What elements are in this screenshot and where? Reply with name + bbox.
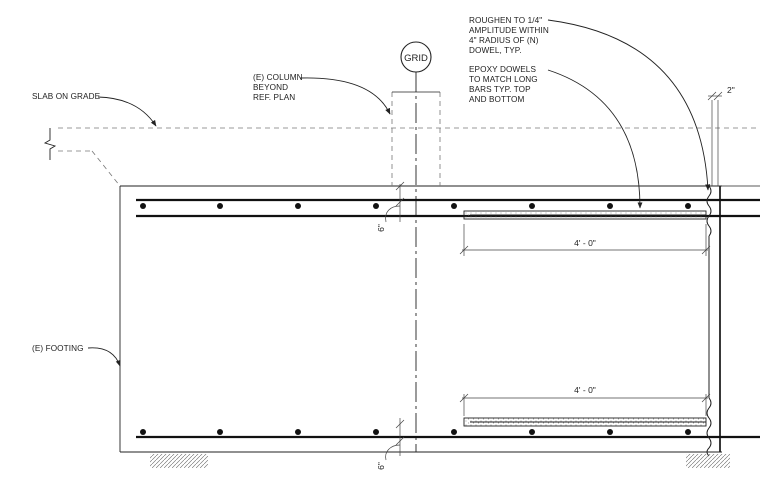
rebar-dot xyxy=(607,429,613,435)
slab-on-grade xyxy=(43,127,760,187)
rebar-dot xyxy=(217,429,223,435)
dimension-top-cover: 6" xyxy=(376,181,405,232)
epoxy-note-line: TO MATCH LONG xyxy=(469,75,538,84)
bottom-cover-dim: 6" xyxy=(376,462,386,470)
column-note-line: (E) COLUMN xyxy=(253,73,303,82)
roughen-note: ROUGHEN TO 1/4" AMPLITUDE WITHIN 4" RADI… xyxy=(469,16,549,55)
roughen-note-line: 4" RADIUS OF (N) xyxy=(469,36,539,45)
grid-line: GRID xyxy=(400,41,432,452)
dimension-right-gap: 2" xyxy=(707,85,735,101)
top-dowel-length: 4' - 0" xyxy=(574,238,596,248)
soil-hatch xyxy=(150,454,730,468)
slab-on-grade-label: SLAB ON GRADE xyxy=(32,92,101,101)
epoxy-note-line: EPOXY DOWELS xyxy=(469,65,536,74)
rebar-dot xyxy=(140,429,146,435)
roughen-note-line: DOWEL, TYP. xyxy=(469,46,522,55)
rebar-dot xyxy=(529,203,535,209)
column-note-line: REF. PLAN xyxy=(253,93,295,102)
rebar-dot xyxy=(373,429,379,435)
rebar-dot xyxy=(140,203,146,209)
rebar-sections xyxy=(140,203,691,435)
dimension-top-dowel: 4' - 0" xyxy=(459,224,711,256)
rebar-dot xyxy=(529,429,535,435)
rebar-dot xyxy=(373,203,379,209)
grid-label: GRID xyxy=(404,53,428,64)
right-gap-dim: 2" xyxy=(727,85,735,95)
top-cover-dim: 6" xyxy=(376,224,386,232)
leaders xyxy=(87,19,711,367)
rebar-dot xyxy=(451,429,457,435)
rebar-dot xyxy=(295,203,301,209)
epoxy-dowels xyxy=(463,210,707,427)
roughen-note-line: ROUGHEN TO 1/4" xyxy=(469,16,542,25)
epoxy-note: EPOXY DOWELS TO MATCH LONG BARS TYP. TOP… xyxy=(469,65,538,104)
roughen-note-line: AMPLITUDE WITHIN xyxy=(469,26,549,35)
epoxy-note-line: AND BOTTOM xyxy=(469,95,525,104)
grid-bubble xyxy=(400,41,432,73)
existing-footing-outline xyxy=(119,185,760,453)
rebar-dot xyxy=(451,203,457,209)
rebar-dot xyxy=(295,429,301,435)
roughened-interface xyxy=(706,100,719,457)
bottom-dowel-length: 4' - 0" xyxy=(574,385,596,395)
footing-label: (E) FOOTING xyxy=(32,344,84,353)
rebar-dot xyxy=(685,203,691,209)
rebar-dot xyxy=(685,429,691,435)
rebar-dot xyxy=(217,203,223,209)
column-note-line: BEYOND xyxy=(253,83,288,92)
rebar-dot xyxy=(607,203,613,209)
dimension-bottom-cover: 6" xyxy=(376,418,405,470)
longitudinal-bars xyxy=(136,198,760,439)
dimension-bottom-dowel: 4' - 0" xyxy=(459,385,711,416)
column-note: (E) COLUMN BEYOND REF. PLAN xyxy=(253,73,303,102)
epoxy-note-line: BARS TYP. TOP xyxy=(469,85,531,94)
